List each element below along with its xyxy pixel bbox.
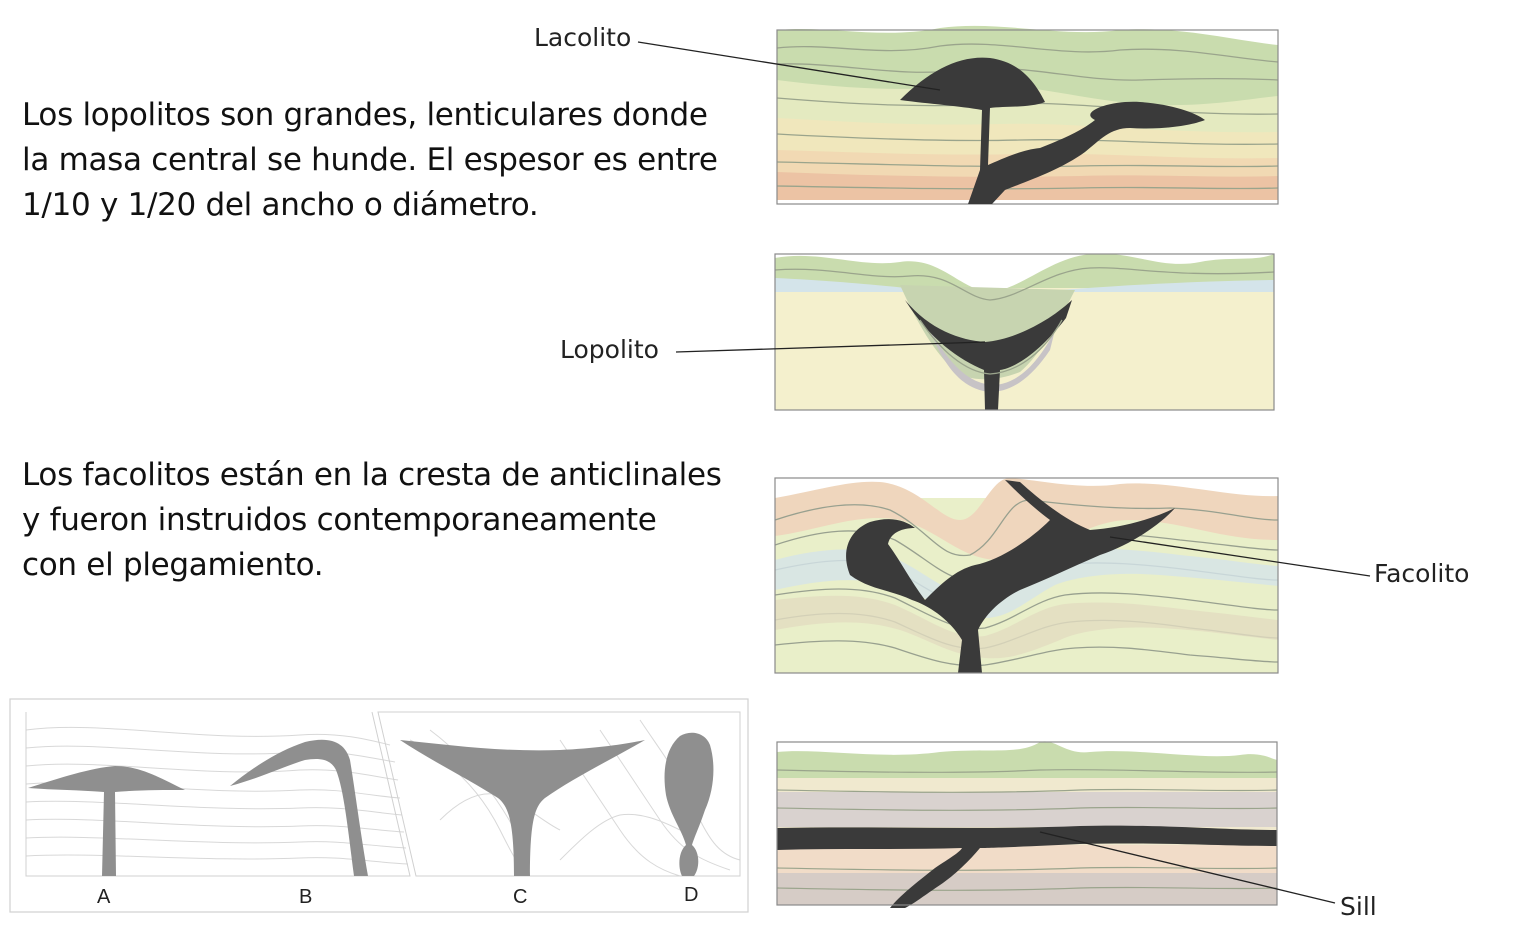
panel-letter-c: C bbox=[513, 886, 527, 908]
facolitos-line-3: con el plegamiento. bbox=[22, 547, 324, 583]
facolitos-line-2: y fueron instruidos contemporaneamente bbox=[22, 502, 657, 538]
shape-c bbox=[400, 740, 645, 876]
lopolitos-line-3: 1/10 y 1/20 del ancho o diámetro. bbox=[22, 187, 539, 223]
lacolito-label: Lacolito bbox=[534, 23, 631, 52]
shape-d bbox=[664, 732, 714, 876]
sill-label: Sill bbox=[1340, 892, 1377, 921]
lopolitos-line-2: la masa central se hunde. El espesor es … bbox=[22, 142, 718, 178]
facolito-label: Facolito bbox=[1374, 559, 1469, 588]
lopolito-diagram: Lopolito bbox=[560, 253, 1275, 411]
panel-letter-d: D bbox=[684, 884, 698, 906]
facolito-diagram: Facolito bbox=[774, 477, 1469, 674]
panel-letter-a: A bbox=[97, 886, 111, 908]
facolitos-line-1: Los facolitos están en la cresta de anti… bbox=[22, 457, 722, 493]
lopolitos-line-1: Los lopolitos son grandes, lenticulares … bbox=[22, 97, 708, 133]
schematic-panel: A B C D bbox=[9, 698, 749, 913]
lacolito-diagram: Lacolito bbox=[534, 23, 1279, 205]
lopolito-label: Lopolito bbox=[560, 335, 659, 364]
sill-diagram: Sill bbox=[776, 741, 1377, 921]
shape-b bbox=[230, 739, 368, 876]
panel-letter-b: B bbox=[299, 886, 312, 908]
shape-a bbox=[28, 766, 185, 876]
facolitos-description: Los facolitos están en la cresta de anti… bbox=[22, 453, 722, 588]
lopolitos-description: Los lopolitos son grandes, lenticulares … bbox=[22, 93, 718, 228]
